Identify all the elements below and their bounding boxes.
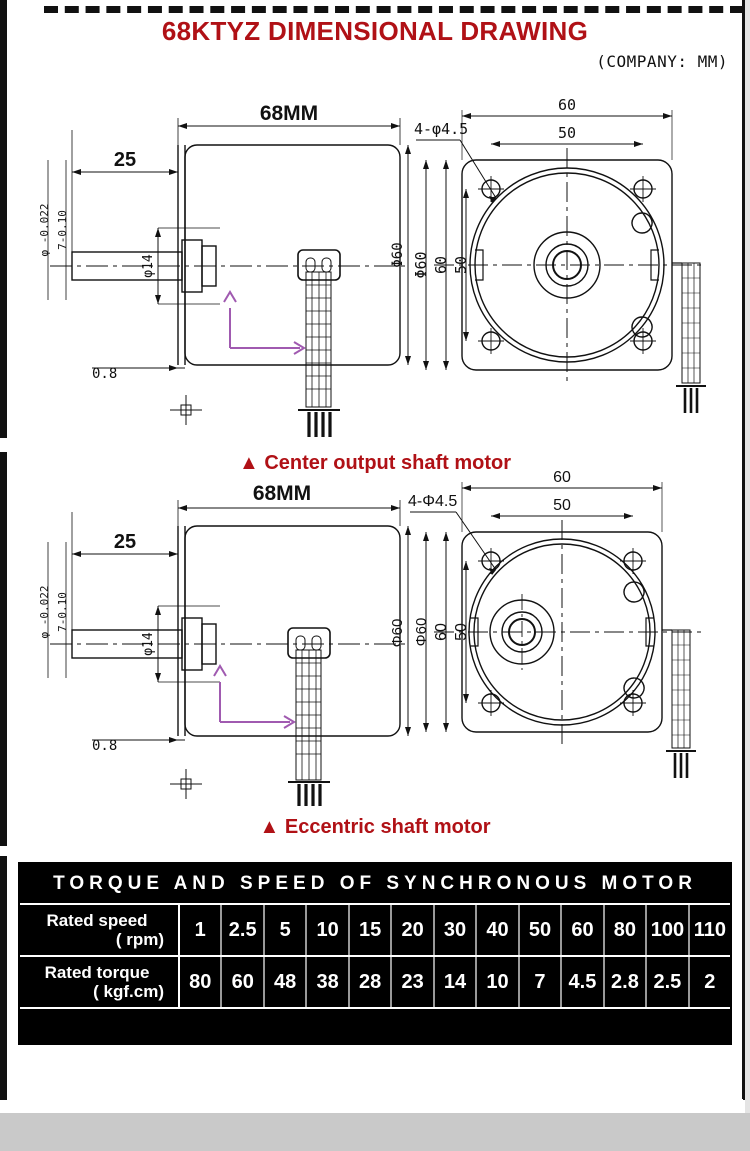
dim-length-label: 68MM bbox=[260, 102, 318, 125]
unit-note: (COMPANY: MM) bbox=[596, 52, 728, 71]
cell-torque: 2.8 bbox=[605, 957, 648, 1008]
cell-torque: 23 bbox=[392, 957, 435, 1008]
dim-outer-label-2: 60 bbox=[553, 470, 571, 486]
cell-speed: 60 bbox=[562, 905, 605, 956]
dim-shaft-tol-2: 7-0.10 bbox=[56, 210, 69, 250]
cell-torque: 28 bbox=[350, 957, 393, 1008]
cell-speed: 1 bbox=[180, 905, 223, 956]
cell-torque: 7 bbox=[520, 957, 563, 1008]
cell-torque: 10 bbox=[477, 957, 520, 1008]
cell-torque: 38 bbox=[307, 957, 350, 1008]
dim-vert-outer-label: 60 bbox=[432, 256, 450, 274]
cell-speed: 20 bbox=[392, 905, 435, 956]
row-label-torque-line2: ( kgf.cm) bbox=[93, 982, 164, 1002]
dim-flat-label: 0.8 bbox=[92, 366, 117, 382]
dim-bolt-span-label-2: 50 bbox=[553, 497, 571, 514]
cell-speed: 5 bbox=[265, 905, 308, 956]
dim-bolt-span-label: 50 bbox=[558, 124, 576, 142]
row-label-speed: Rated speed ( rpm) bbox=[20, 905, 180, 956]
page-title: 68KTYZ DIMENSIONAL DRAWING bbox=[161, 16, 589, 46]
table-row-speed: Rated speed ( rpm) 1 2.5 5 10 15 20 30 4… bbox=[20, 903, 730, 956]
spec-table-title: TORQUE AND SPEED OF SYNCHRONOUS MOTOR bbox=[53, 873, 697, 894]
cell-speed: 10 bbox=[307, 905, 350, 956]
dim-vert-dia-label: Φ60 bbox=[412, 251, 430, 278]
bottom-shade-bar bbox=[0, 1113, 750, 1151]
cell-torque: 60 bbox=[222, 957, 265, 1008]
row-label-speed-line1: Rated speed bbox=[46, 911, 148, 930]
table-footer-bar bbox=[20, 1007, 730, 1043]
dim-shaft-tol-1-2: φ -0.022 bbox=[38, 586, 51, 639]
right-edge-strip bbox=[745, 0, 750, 1151]
row-label-speed-line2: ( rpm) bbox=[115, 930, 164, 950]
figure-1-caption: ▲ Center output shaft motor bbox=[238, 452, 511, 474]
figure-2-caption: ▲ Eccentric shaft motor bbox=[259, 816, 491, 838]
figure-1-side-view: 68MM 25 0.8 φ14 Φ60 φ -0.022 7-0.10 bbox=[30, 100, 430, 440]
row-label-torque: Rated torque ( kgf.cm) bbox=[20, 957, 180, 1008]
hole-note-label-2: 4-Φ4.5 bbox=[408, 493, 457, 510]
cell-speed: 100 bbox=[647, 905, 690, 956]
dim-vert-bolt-label: 50 bbox=[452, 256, 470, 274]
right-edge-line bbox=[742, 0, 745, 1100]
dim-vert-bolt-label-2: 50 bbox=[453, 623, 470, 641]
dim-length-label-2: 68MM bbox=[253, 482, 311, 505]
cell-torque: 2.5 bbox=[647, 957, 690, 1008]
hole-note-label: 4-φ4.5 bbox=[414, 120, 468, 138]
cell-torque: 48 bbox=[265, 957, 308, 1008]
row-cells-speed: 1 2.5 5 10 15 20 30 40 50 60 80 100 110 bbox=[180, 905, 730, 956]
dim-vert-outer-label-2: 60 bbox=[433, 623, 450, 641]
cell-speed: 15 bbox=[350, 905, 393, 956]
cell-torque: 14 bbox=[435, 957, 478, 1008]
dim-body-dia-label: Φ60 bbox=[390, 242, 406, 267]
dim-shaft-length-label: 25 bbox=[114, 149, 136, 171]
dim-shaft-length-label-2: 25 bbox=[114, 531, 136, 553]
dim-shaft-dia-label: φ14 bbox=[141, 254, 156, 278]
top-dashed-border bbox=[44, 6, 744, 13]
table-row-torque: Rated torque ( kgf.cm) 80 60 48 38 28 23… bbox=[20, 955, 730, 1008]
cell-torque: 4.5 bbox=[562, 957, 605, 1008]
dim-outer-label: 60 bbox=[558, 98, 576, 114]
row-cells-torque: 80 60 48 38 28 23 14 10 7 4.5 2.8 2.5 2 bbox=[180, 957, 730, 1008]
cell-speed: 2.5 bbox=[222, 905, 265, 956]
dim-shaft-tol-2-2: 7-0.10 bbox=[56, 592, 69, 632]
cell-speed: 110 bbox=[693, 918, 726, 941]
figure-2-front-view: 60 50 4-Φ4.5 Φ60 60 50 bbox=[404, 470, 734, 800]
cell-speed: 30 bbox=[435, 905, 478, 956]
figure-1-front-view: 60 50 4-φ4.5 Φ60 60 50 bbox=[404, 98, 734, 428]
dim-body-dia-label-2: Φ60 bbox=[389, 619, 406, 648]
dim-flat-label-2: 0.8 bbox=[92, 738, 117, 754]
dim-shaft-dia-label-2: φ14 bbox=[141, 632, 156, 656]
figure-2-side-view: 68MM 25 0.8 φ14 Φ60 φ -0.022 7-0.10 bbox=[30, 478, 430, 808]
bottom-white-gap bbox=[8, 1099, 743, 1113]
cell-speed: 80 bbox=[605, 905, 648, 956]
dim-vert-dia-label-2: Φ60 bbox=[413, 618, 430, 647]
spec-table: TORQUE AND SPEED OF SYNCHRONOUS MOTOR Ra… bbox=[18, 862, 732, 1046]
left-edge-strip bbox=[0, 0, 7, 1151]
cell-torque: 2 bbox=[704, 970, 716, 993]
cell-torque: 80 bbox=[180, 957, 223, 1008]
cell-speed: 50 bbox=[520, 905, 563, 956]
dim-shaft-tol-1: φ -0.022 bbox=[38, 204, 51, 257]
row-label-torque-line1: Rated torque bbox=[44, 963, 150, 983]
cell-speed: 40 bbox=[477, 905, 520, 956]
